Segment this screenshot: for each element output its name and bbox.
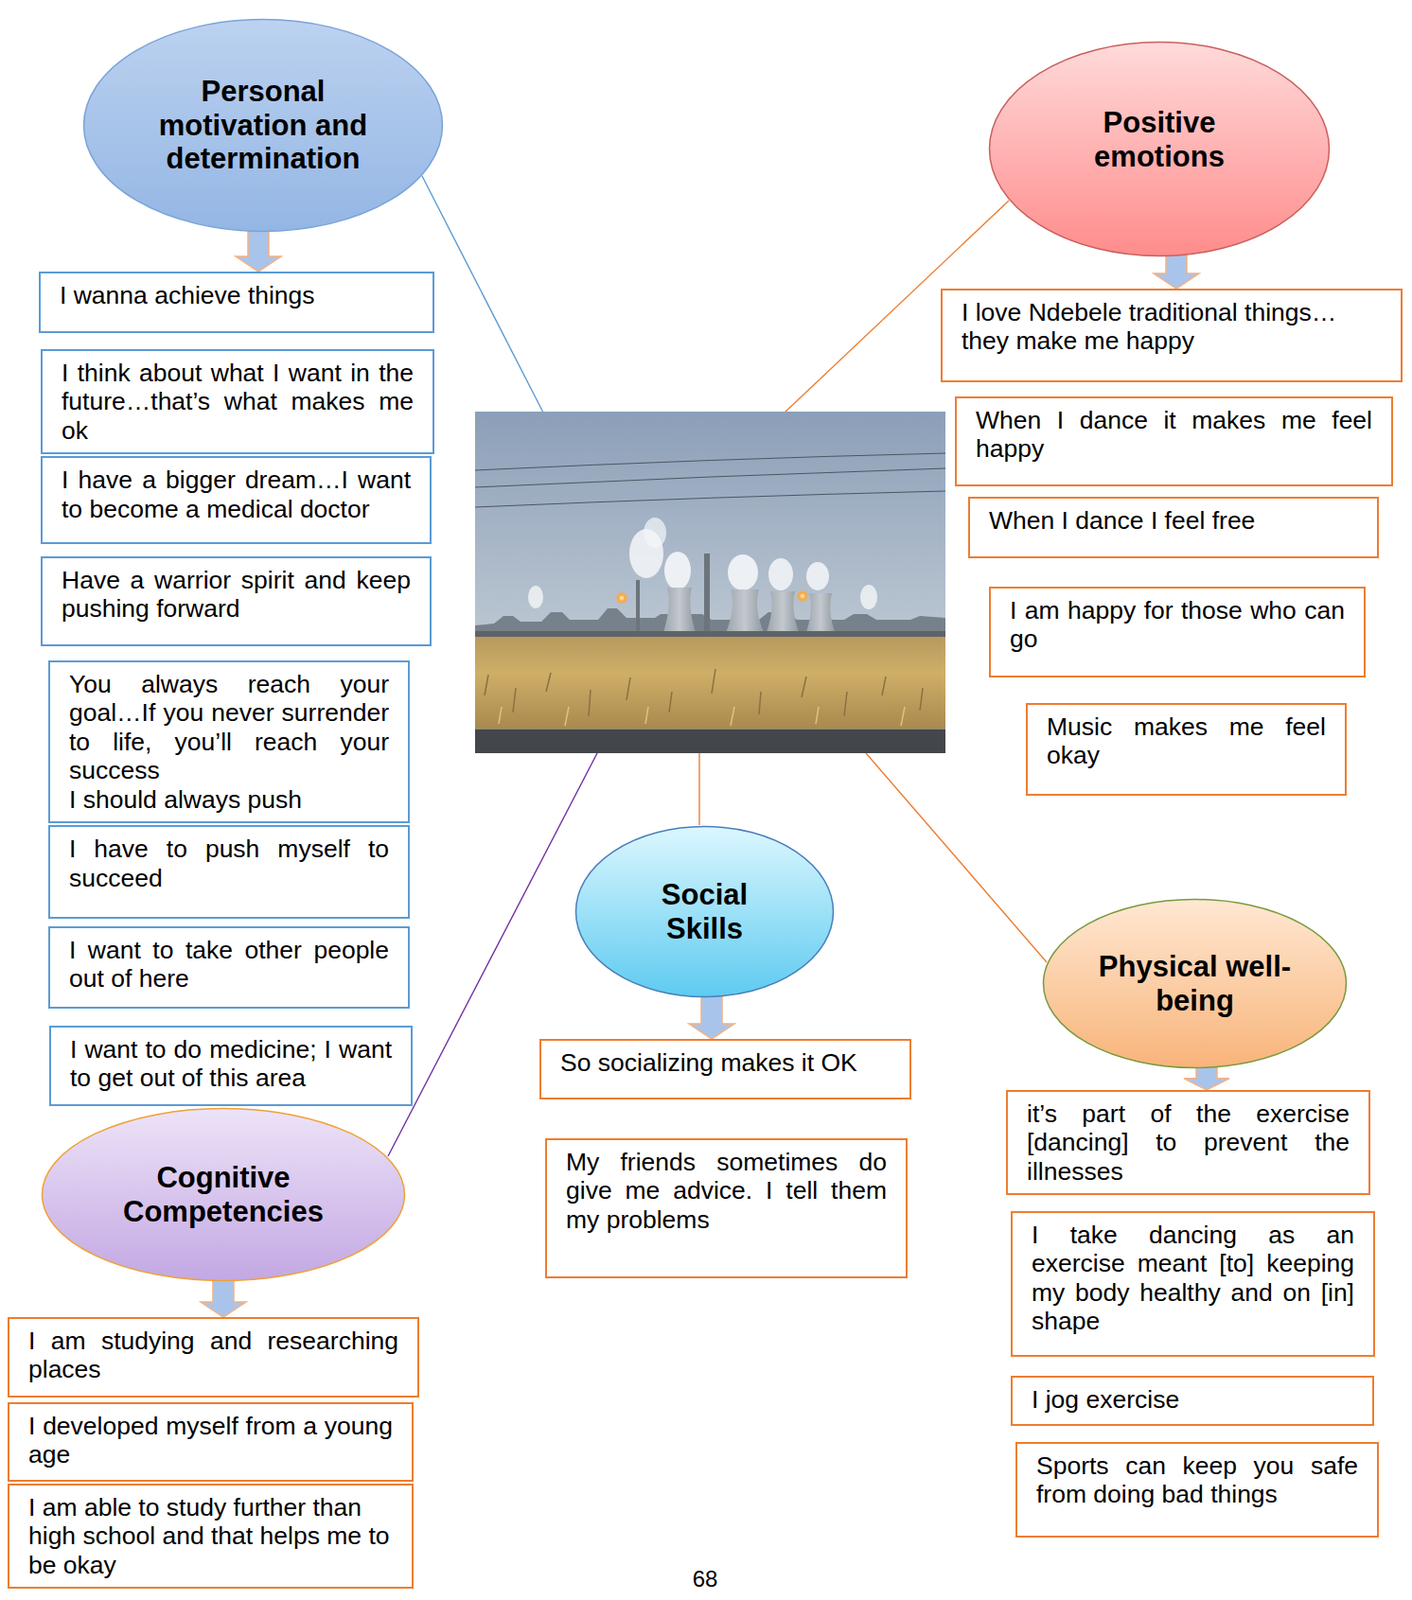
ellipse-shape — [989, 42, 1330, 257]
quote-text: I am studying and researching places — [28, 1326, 399, 1385]
theme-title: Positive emotions — [1055, 105, 1264, 174]
quote-text: I love Ndebele traditional things…they m… — [961, 298, 1382, 356]
quote-box: I have a bigger dream…I want to become a… — [40, 456, 432, 545]
quote-text: I developed myself from a young age — [28, 1412, 393, 1470]
quote-text: Music makes me feel okay — [1046, 712, 1326, 771]
quote-text: I take dancing as an exercise meant [to]… — [1031, 1220, 1355, 1337]
quote-text: You always reach your goal…If you never … — [69, 670, 389, 786]
quote-box: You always reach your goal…If you never … — [48, 660, 410, 824]
quote-box: I am able to study further than high sch… — [7, 1483, 414, 1589]
quote-box: I think about what I want in the future…… — [40, 349, 435, 455]
quote-text: I want to take other people out of here — [69, 935, 389, 994]
block-arrow — [235, 230, 282, 272]
quote-box: When I dance it makes me feel happy — [954, 396, 1394, 487]
quote-box: My friends sometimes do give me advice. … — [545, 1138, 908, 1279]
power-station-photo — [475, 411, 946, 754]
power-line — [475, 491, 946, 508]
steam-plume — [528, 585, 544, 609]
quote-box: I love Ndebele traditional things…they m… — [940, 288, 1403, 383]
grass-texture — [498, 706, 905, 726]
theme-title: Social Skills — [634, 878, 777, 946]
sky — [475, 411, 946, 639]
block-arrow — [1183, 1067, 1230, 1091]
quote-text: I have to push myself to succeed — [69, 834, 389, 893]
road-edge — [475, 728, 946, 730]
cooling-tower — [662, 587, 697, 636]
quote-box: I developed myself from a young age — [7, 1402, 414, 1483]
steam-plume — [806, 562, 830, 591]
quote-text: I wanna achieve things — [59, 281, 414, 310]
quote-box: I want to take other people out of here — [48, 926, 410, 1009]
leader-line — [865, 753, 1047, 963]
block-arrow — [688, 996, 735, 1040]
quote-text: it’s part of the exercise [dancing] to p… — [1026, 1099, 1350, 1186]
theme-title: Physical well-being — [1091, 950, 1300, 1018]
quote-box: Music makes me feel okay — [1025, 703, 1347, 796]
quote-box: Have a warrior spirit and keep pushing f… — [40, 556, 432, 647]
steam-plume — [664, 551, 691, 590]
gas-flare — [795, 589, 810, 603]
power-line — [475, 468, 946, 488]
power-line — [475, 453, 946, 471]
quote-box: I am studying and researching places — [7, 1317, 420, 1398]
cooling-tower — [765, 591, 800, 636]
theme-ellipse: Social Skills — [574, 825, 835, 999]
quote-box: I take dancing as an exercise meant [to]… — [1010, 1211, 1376, 1358]
quote-box: it’s part of the exercise [dancing] to p… — [1006, 1090, 1371, 1196]
theme-ellipse: Personal motivation and determination — [82, 17, 444, 233]
quote-box: I jog exercise — [1010, 1376, 1375, 1427]
theme-title: Cognitive Competencies — [100, 1161, 347, 1229]
grass-field — [475, 636, 946, 729]
steam-plume — [643, 517, 667, 548]
quote-box: I want to do medicine; I want to get out… — [49, 1025, 413, 1107]
tree-line — [475, 631, 946, 637]
ellipse-shape — [42, 1109, 406, 1282]
steam-plume — [768, 558, 794, 591]
quote-text: I should always push — [69, 785, 389, 814]
quote-text: I jog exercise — [1031, 1385, 1354, 1414]
quote-box: I wanna achieve things — [38, 271, 435, 334]
theme-ellipse: Positive emotions — [988, 40, 1331, 258]
quote-text: Sports can keep you safe from doing bad … — [1036, 1451, 1359, 1510]
page-number: 68 — [692, 1566, 719, 1593]
leader-line — [422, 176, 544, 413]
ellipse-shape — [1043, 900, 1347, 1069]
ellipse-shape — [84, 19, 443, 232]
gas-flare — [615, 591, 629, 605]
quote-text: I think about what I want in the future…… — [61, 358, 414, 445]
quote-text: When I dance I feel free — [988, 506, 1359, 535]
industrial-skyline — [475, 608, 946, 639]
quote-box: So socializing makes it OK — [539, 1039, 912, 1100]
quote-text: My friends sometimes do give me advice. … — [565, 1147, 887, 1235]
quote-text: I am happy for those who can go — [1009, 596, 1345, 654]
ellipse-shape — [576, 827, 834, 998]
chimney — [704, 553, 710, 636]
theme-ellipse: Cognitive Competencies — [40, 1107, 406, 1283]
grass-texture — [484, 669, 923, 717]
quote-box: When I dance I feel free — [968, 496, 1379, 559]
chimney — [635, 580, 640, 636]
steam-plume — [727, 554, 759, 591]
quote-box: Sports can keep you safe from doing bad … — [1015, 1442, 1379, 1538]
leader-line — [698, 753, 700, 826]
quote-text: I have a bigger dream…I want to become a… — [61, 465, 411, 524]
block-arrow — [200, 1280, 247, 1318]
quote-box: I have to push myself to succeed — [48, 825, 410, 919]
cooling-tower — [805, 593, 836, 636]
quote-text: When I dance it makes me feel happy — [975, 405, 1373, 464]
quote-text: Have a warrior spirit and keep pushing f… — [61, 565, 411, 624]
cooling-tower — [724, 589, 765, 636]
theme-title: Personal motivation and determination — [140, 74, 387, 177]
quote-text: I want to do medicine; I want to get out… — [70, 1035, 392, 1094]
road — [475, 728, 946, 754]
quote-text: I am able to study further than high sch… — [28, 1493, 393, 1580]
theme-ellipse: Physical well-being — [1041, 898, 1348, 1070]
block-arrow — [1153, 254, 1200, 289]
steam-plume — [860, 584, 878, 610]
quote-text: So socializing makes it OK — [560, 1048, 891, 1077]
quote-box: I am happy for those who can go — [988, 586, 1366, 678]
